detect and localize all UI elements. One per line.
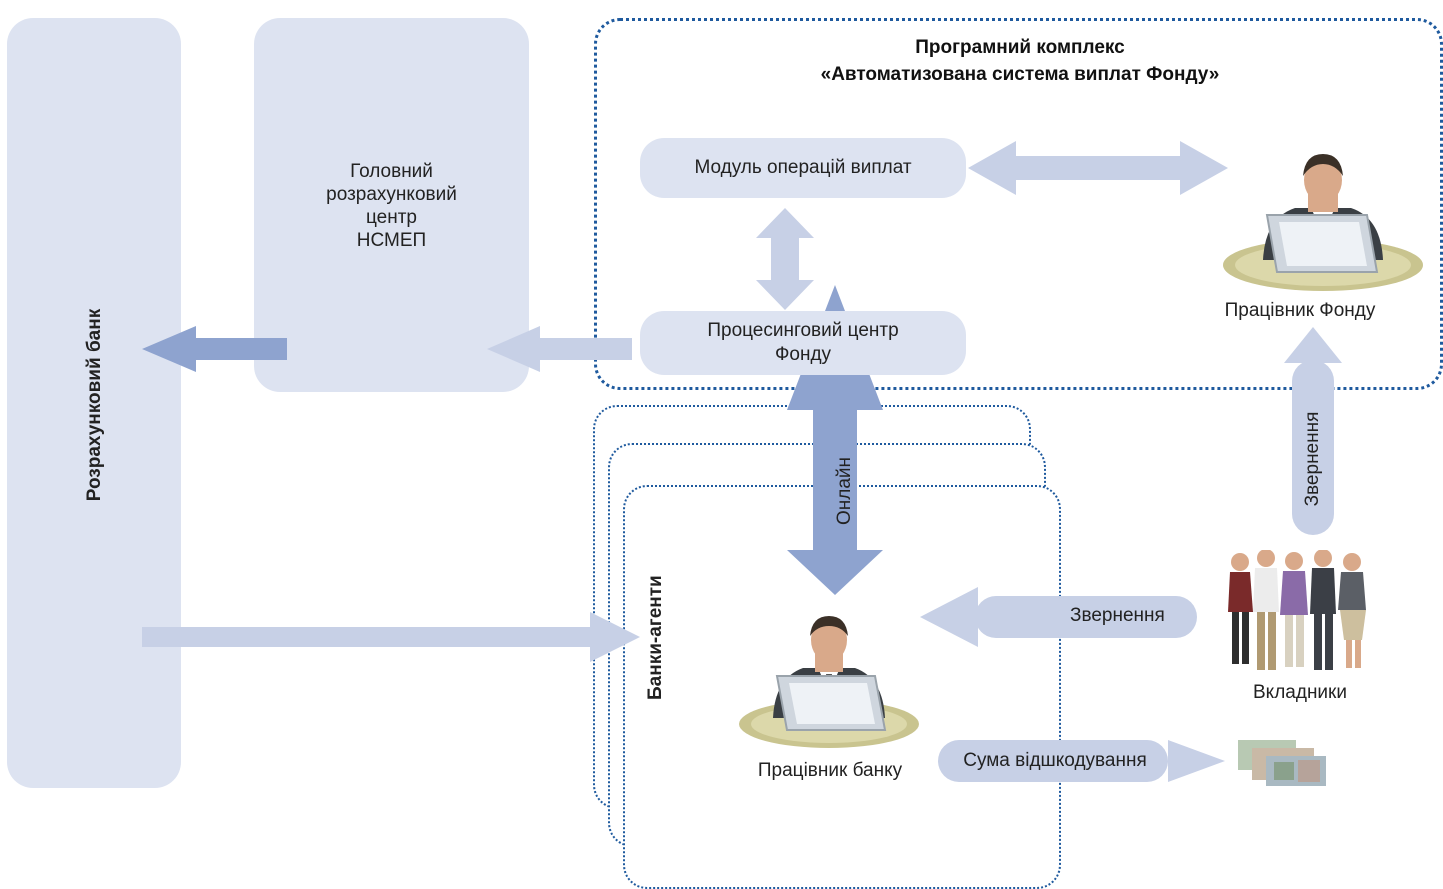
processing-center-label: Процесинговий центр Фонду	[707, 320, 899, 365]
appeal-vertical-label: Звернення	[1302, 411, 1323, 507]
arrow-appeal-up-head	[1284, 327, 1342, 363]
depositors-icon	[1228, 550, 1366, 670]
arrow-center-to-bank	[142, 326, 287, 372]
fund-employee-icon	[1223, 154, 1423, 291]
settlement-bank-panel	[7, 18, 181, 788]
arrow-compensation-body	[938, 740, 1168, 782]
module-payments-pill: Модуль операцій виплат	[640, 138, 966, 198]
arrow-bank-to-agents	[142, 612, 640, 662]
software-complex-title-line2: «Автоматизована система виплат Фонду»	[820, 64, 1220, 85]
bank-employee-icon	[739, 616, 919, 748]
depositors-label: Вкладники	[1253, 682, 1347, 703]
arrow-appeal-up-body	[1292, 360, 1334, 535]
arrow-processing-to-center	[487, 326, 632, 372]
module-payments-label: Модуль операцій виплат	[694, 157, 912, 178]
banknotes-icon	[1238, 740, 1326, 786]
software-complex-title-line1: Програмний комплекс	[915, 37, 1125, 58]
appeal-horizontal-label: Звернення	[1070, 605, 1165, 626]
arrow-compensation-head	[1168, 740, 1225, 782]
main-settlement-center-label: Головний розрахунковий центр НСМЕП	[326, 161, 457, 251]
processing-center-pill: Процесинговий центр Фонду	[640, 311, 966, 375]
main-settlement-center-panel	[254, 18, 529, 392]
arrow-appeal-left-body	[975, 596, 1197, 638]
software-complex-title: Програмний комплекс «Автоматизована сист…	[760, 34, 1280, 88]
online-label: Онлайн	[834, 456, 855, 526]
arrow-module-processing	[756, 208, 814, 310]
bank-employee-label: Працівник банку	[757, 760, 903, 781]
arrow-module-employee	[968, 141, 1228, 195]
arrow-appeal-left-head	[920, 587, 978, 647]
compensation-label: Сума відшкодування	[963, 750, 1147, 771]
software-complex-box	[594, 18, 1443, 390]
fund-employee-label: Працівник Фонду	[1224, 300, 1376, 321]
